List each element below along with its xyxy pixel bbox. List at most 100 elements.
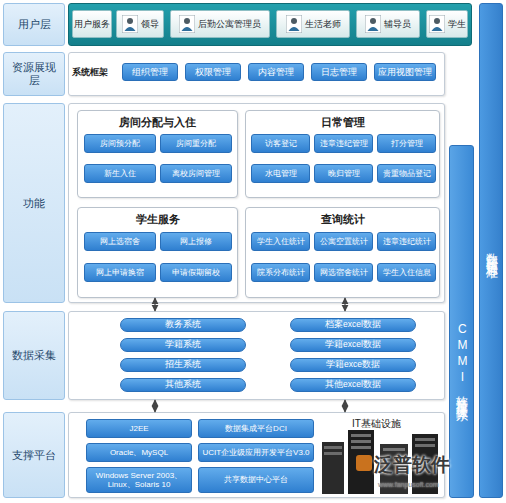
person-icon — [122, 15, 138, 33]
group-heading: 日常管理 — [246, 116, 439, 129]
module-box: 院系分布统计 — [251, 263, 310, 282]
module-name: 申请假期留校 — [172, 268, 220, 277]
icon-head — [370, 18, 376, 24]
role-name: 学生 — [448, 19, 466, 29]
module-box: 水电管理 — [251, 164, 310, 183]
module-box: 应用视图管理 — [374, 63, 436, 81]
icon-body — [368, 27, 379, 31]
standard-bar: 数字校园信息标准 — [479, 3, 503, 498]
module-name: 网选宿舍统计 — [320, 268, 368, 277]
group-heading: 房间分配与入住 — [78, 116, 237, 129]
user-role: 生活老师 — [276, 10, 350, 38]
watermark-logo — [356, 455, 372, 471]
group-box: 学生服务网上选宿舍网上报修网上申请换宿申请假期留校 — [77, 207, 238, 298]
standard-bar: CMMI软件质量保障体系 — [449, 145, 474, 498]
layer-title: 资源展现层 — [7, 61, 61, 86]
server-tower — [322, 442, 344, 494]
icon-head — [291, 18, 297, 24]
module-name: J2EE — [129, 424, 148, 433]
module-name: 违章违纪统计 — [383, 237, 431, 246]
server-bay — [383, 448, 405, 451]
module-name: UCIT企业级应用开发平台V3.0 — [202, 448, 309, 457]
section-caption: 系统框架 — [72, 66, 108, 79]
module-name: 房间预分配 — [100, 139, 140, 148]
server-bay — [324, 446, 342, 449]
icon-body — [288, 27, 299, 31]
layer-label: 支撑平台 — [3, 412, 65, 498]
module-name: 共享数据中心平台 — [224, 475, 288, 484]
module-name: 教务系统 — [165, 320, 201, 330]
user-role: 领导 — [116, 10, 164, 38]
group-box: 查询统计学生入住统计公寓空置统计违章违纪统计院系分布统计网选宿舍统计学生入住信息 — [245, 207, 440, 298]
module-name: 学籍excel数据 — [325, 340, 381, 350]
user-role: 学生 — [426, 10, 468, 38]
server-bay — [324, 452, 342, 455]
module-name: 违章违纪管理 — [320, 139, 368, 148]
role-name: 后勤公寓管理员 — [198, 19, 261, 29]
module-box: 离校房间管理 — [160, 164, 232, 183]
module-box: 组织管理 — [122, 63, 178, 81]
module-box: 房间预分配 — [84, 134, 156, 153]
module-name: 数据集成平台DCI — [225, 424, 287, 433]
server-tower — [348, 430, 374, 494]
module-name: Windows Server 2003、Linux、Solaris 10 — [89, 471, 189, 489]
watermark: 泛普软件 — [374, 452, 450, 478]
bar-title: 数字校园信息标准 — [484, 243, 498, 259]
layer-label: 功能 — [3, 103, 65, 303]
module-name: 其他系统 — [165, 380, 201, 390]
icon-frame — [365, 15, 381, 33]
connector-arrow — [154, 400, 155, 412]
person-icon — [429, 15, 445, 33]
server-bay — [351, 434, 371, 437]
connector-arrow — [344, 400, 345, 412]
person-icon — [179, 15, 195, 33]
layer-band: 功能房间分配与入住房间预分配房间重分配新生入住离校房间管理日常管理访客登记违章违… — [3, 103, 445, 303]
module-box: 数据集成平台DCI — [198, 419, 314, 438]
role-name: 用户服务 — [74, 19, 110, 29]
server-bay — [351, 446, 371, 449]
layer-band: 资源展现层组织管理权限管理内容管理日志管理应用视图管理 — [3, 52, 445, 96]
module-box: 新生入住 — [84, 164, 156, 183]
module-box: 公寓空置统计 — [314, 232, 373, 251]
module-box: UCIT企业级应用开发平台V3.0 — [198, 443, 314, 462]
module-box: 共享数据中心平台 — [198, 467, 314, 493]
person-icon — [365, 15, 381, 33]
module-box: 网选宿舍统计 — [314, 263, 373, 282]
module-box: Oracle、MySQL — [86, 443, 192, 462]
module-name: 组织管理 — [132, 67, 168, 77]
module-box: 其他系统 — [120, 378, 246, 392]
module-box: 房间重分配 — [160, 134, 232, 153]
module-name: 档案excel数据 — [325, 320, 381, 330]
user-role: 辅导员 — [356, 10, 420, 38]
layer-label: 数据采集 — [3, 311, 65, 400]
layer-title: 数据采集 — [12, 349, 56, 362]
bar-title: CMMI软件质量保障体系 — [455, 322, 469, 402]
layer-title: 功能 — [23, 197, 45, 210]
module-name: 应用视图管理 — [378, 67, 432, 77]
connector-arrow — [154, 298, 155, 311]
module-name: 网上选宿舍 — [100, 237, 140, 246]
module-box: 网上申请换宿 — [84, 263, 156, 282]
module-box: 晚归管理 — [314, 164, 373, 183]
group-box: 日常管理访客登记违章违纪管理打分管理水电管理晚归管理贵重物品登记 — [245, 110, 440, 198]
module-box: 其他excel数据 — [290, 378, 416, 392]
layer-title: 支撑平台 — [12, 449, 56, 462]
icon-head — [434, 18, 440, 24]
user-role: 后勤公寓管理员 — [170, 10, 270, 38]
icon-body — [431, 27, 442, 31]
module-box: 访客登记 — [251, 134, 310, 153]
module-name: 网上申请换宿 — [96, 268, 144, 277]
role-name: 生活老师 — [305, 19, 341, 29]
group-heading: 学生服务 — [78, 213, 237, 226]
module-box: 日志管理 — [311, 63, 367, 81]
connector-arrow — [344, 298, 345, 311]
module-name: Oracle、MySQL — [110, 448, 168, 457]
module-box: 打分管理 — [377, 134, 436, 153]
person-icon — [286, 15, 302, 33]
layer-band: 数据采集教务系统档案excel数据学籍系统学籍excel数据招生系统学籍exce… — [3, 311, 445, 400]
module-box: 学生入住信息 — [377, 263, 436, 282]
icon-frame — [429, 15, 445, 33]
icon-body — [124, 27, 135, 31]
module-box: 网上选宿舍 — [84, 232, 156, 251]
module-name: 招生系统 — [165, 360, 201, 370]
